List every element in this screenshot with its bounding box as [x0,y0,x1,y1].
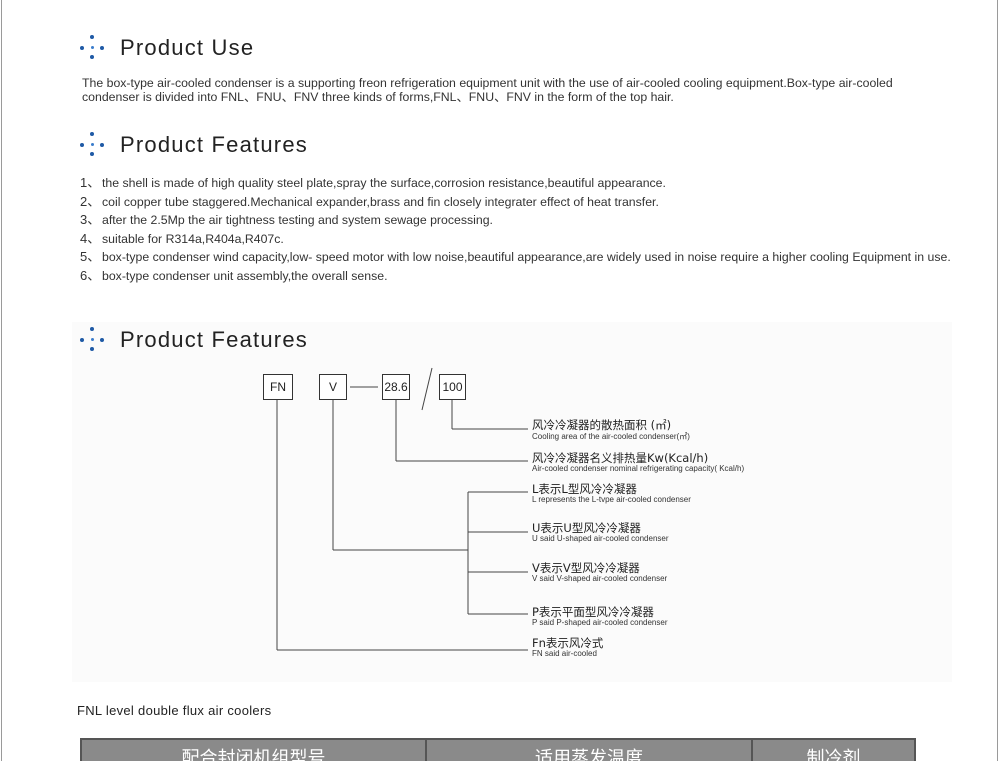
section-title-use: Product Use [120,35,255,60]
table-header-cell: 配合封闭机组型号 [82,740,427,761]
section-title-features: Product Features [120,132,308,157]
legend-en-area: Cooling area of the air-cooled condenser… [532,432,690,441]
feature-text: after the 2.5Mp the air tightness testin… [102,213,493,228]
product-use-text: The box-type air-cooled condenser is a s… [82,76,893,104]
feature-item: 1、the shell is made of high quality stee… [80,175,960,191]
code-box-area: 100 [439,374,466,400]
feature-item: 5、box-type condenser wind capacity,low- … [80,249,960,265]
feature-item: 4、suitable for R314a,R404a,R407c. [80,230,960,246]
legend-zh-area: 风冷冷凝器的散热面积 (㎡) [532,418,672,432]
legend-zh-l-type: L表示L型风冷冷凝器 [532,482,637,496]
table-caption: FNL level double flux air coolers [77,703,272,718]
feature-number: 5、 [80,249,101,265]
legend-en-l-type: L represents the L-tvpe air-cooled conde… [532,495,691,504]
legend-en-capacity: Air-cooled condenser nominal refrigerati… [532,464,745,473]
table-header-row: 配合封闭机组型号 适用蒸发温度 制冷剂 [80,738,916,761]
legend-zh-u-type: U表示U型风冷冷凝器 [532,521,641,535]
feature-text: suitable for R314a,R404a,R407c. [102,231,284,246]
table-header-cell: 适用蒸发温度 [427,740,753,761]
dots-bullet-icon [78,326,106,354]
feature-number: 3、 [80,212,101,228]
section-title-model: Product Features [120,327,308,352]
code-box-series: FN [263,374,293,400]
feature-number: 6、 [80,267,101,283]
legend-en-v-type: V said V-shaped air-cooled condenser [532,574,668,583]
feature-item: 3、after the 2.5Mp the air tightness test… [80,212,960,228]
feature-number: 4、 [80,230,101,246]
section-heading-use: Product Use [78,34,254,62]
legend-en-u-type: U said U-shaped air-cooled condenser [532,534,669,543]
dots-bullet-icon [78,34,106,62]
feature-number: 1、 [80,175,101,190]
legend-zh-air-cooled: Fn表示风冷式 [532,636,604,650]
legend-zh-v-type: V表示V型风冷冷凝器 [532,561,640,575]
feature-text: the shell is made of high quality steel … [102,176,666,190]
feature-text: coil copper tube staggered.Mechanical ex… [102,194,659,209]
feature-text: box-type condenser wind capacity,low- sp… [102,250,951,265]
legend-zh-p-type: P表示平面型风冷冷凝器 [532,605,654,619]
feature-list: 1、the shell is made of high quality stee… [80,176,960,288]
code-box-type: V [319,374,347,400]
section-heading-features: Product Features [78,131,308,159]
table-header-cell: 制冷剂 [806,748,861,761]
feature-item: 2、coil copper tube staggered.Mechanical … [80,193,960,209]
legend-en-air-cooled: FN said air-cooled [532,649,597,658]
section-heading-model: Product Features [78,326,308,354]
feature-item: 6、box-type condenser unit assembly,the o… [80,267,960,283]
dots-bullet-icon [78,131,106,159]
code-box-capacity: 28.6 [382,374,410,400]
feature-text: box-type condenser unit assembly,the ove… [102,268,388,283]
legend-en-p-type: P said P-shaped air-cooled condenser [532,618,668,627]
model-diagram-background [72,322,952,682]
legend-zh-capacity: 风冷冷凝器名义排热量Kw(Kcal/h) [532,451,709,465]
feature-number: 2、 [80,193,101,209]
